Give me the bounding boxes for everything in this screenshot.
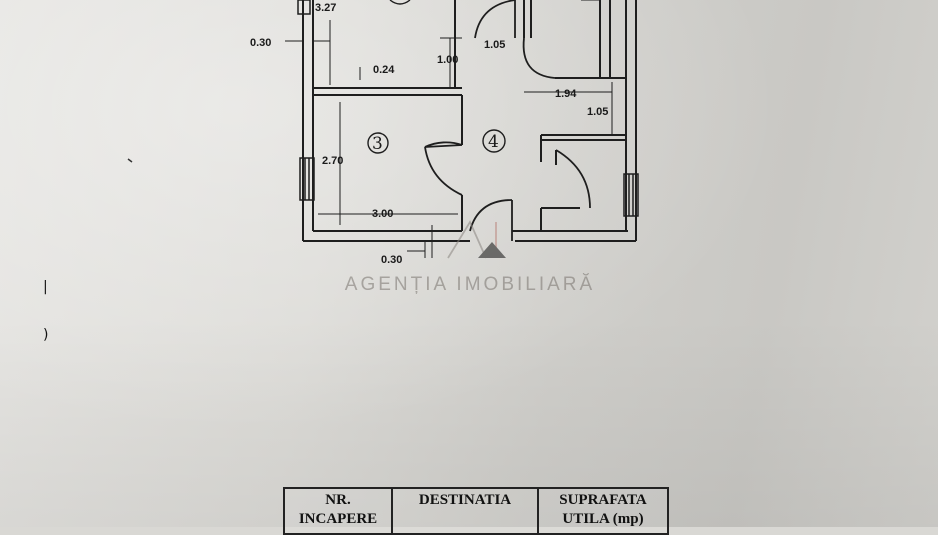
watermark-logo bbox=[447, 220, 506, 259]
window-top-left bbox=[297, 0, 311, 15]
door-entrance bbox=[469, 199, 513, 232]
dim-label-2-70: 2.70 bbox=[322, 155, 343, 167]
room-4-circle bbox=[482, 129, 506, 153]
paper-tick-2: ) bbox=[43, 327, 49, 343]
room-4-number: 4 bbox=[488, 132, 499, 152]
dim-label-3-00: 3.00 bbox=[372, 208, 393, 220]
dim-label-1-00: 1.00 bbox=[437, 54, 458, 66]
rooms-table: NR. INCAPERE DESTINATIA SUPRAFATA UTILA … bbox=[283, 487, 669, 535]
dim-label-1-05-top: 1.05 bbox=[484, 39, 505, 51]
dim-label-1-05-right: 1.05 bbox=[587, 106, 608, 118]
window-right bbox=[623, 173, 639, 217]
room-1-circle-partial bbox=[389, 0, 411, 5]
door-room-3-swing bbox=[424, 146, 463, 196]
paper-mark bbox=[127, 158, 133, 163]
col-header-room-no: NR. INCAPERE bbox=[283, 487, 393, 535]
window-left bbox=[299, 157, 315, 201]
dim-label-0-30-top: 0.30 bbox=[250, 37, 271, 49]
dim-label-0-30-bottom: 0.30 bbox=[381, 254, 402, 266]
col-header-area: SUPRAFATA UTILA (mp) bbox=[537, 487, 669, 535]
location-arrow-icon bbox=[478, 242, 506, 258]
col-header-destination: DESTINATIA bbox=[391, 487, 539, 535]
dim-label-3-27: 3.27 bbox=[315, 2, 336, 14]
room-3-circle bbox=[367, 132, 389, 154]
door-niche bbox=[555, 149, 591, 209]
door-room-3 bbox=[424, 141, 463, 148]
dim-label-1-94: 1.94 bbox=[555, 88, 577, 100]
door-top-corridor bbox=[474, 0, 516, 39]
paper-tick-1: | bbox=[43, 279, 48, 295]
room-3-number: 3 bbox=[372, 134, 383, 154]
door-bath bbox=[522, 37, 556, 79]
dim-label-0-24: 0.24 bbox=[373, 64, 395, 76]
watermark-agency-name: AGENȚIA IMOBILIARĂ bbox=[344, 274, 596, 295]
